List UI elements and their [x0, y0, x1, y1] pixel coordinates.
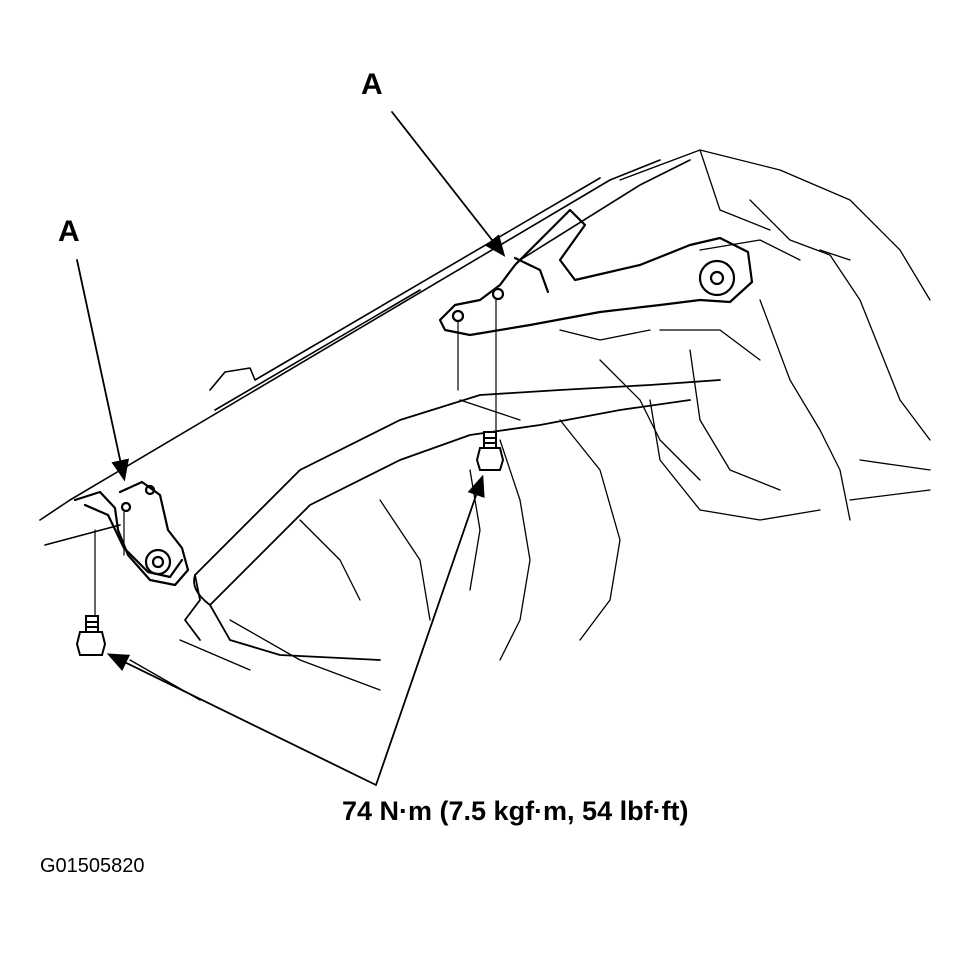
- callout-a-top: A: [361, 68, 383, 101]
- bolt-axis-lines: [94, 299, 497, 616]
- right-bracket: [438, 208, 754, 337]
- engine-background: [129, 149, 931, 701]
- leader-a-top: [391, 111, 506, 257]
- leader-a-left: [76, 259, 130, 482]
- callout-a-left: A: [58, 215, 80, 248]
- leader-torque-right: [375, 474, 485, 786]
- left-bracket: [73, 480, 190, 587]
- frame-rail: [39, 159, 691, 546]
- flange-bolt-right: [475, 431, 505, 471]
- cross-beam: [184, 379, 721, 661]
- torque-spec-label: 74 N·m (7.5 kgf·m, 54 lbf·ft): [342, 796, 689, 826]
- flange-bolt-left: [75, 615, 107, 656]
- leader-torque-left: [106, 653, 377, 786]
- figure-id: G01505820: [40, 855, 145, 877]
